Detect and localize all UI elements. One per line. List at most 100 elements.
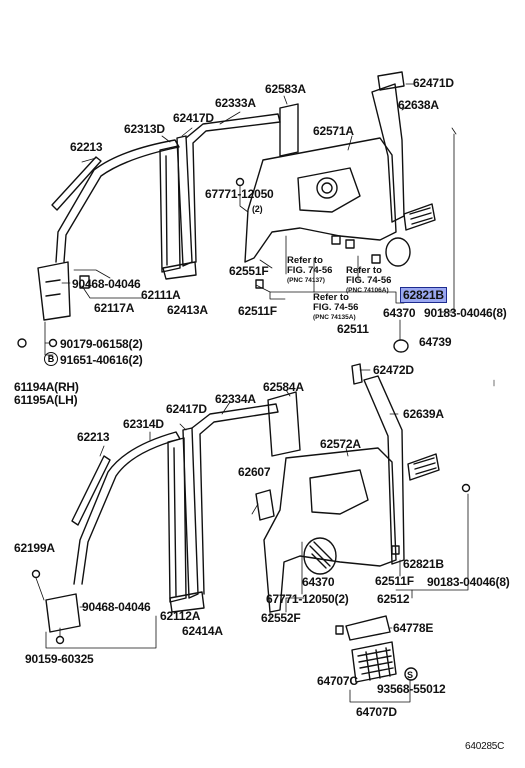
label-90183-04046-upper: 90183-04046(8) xyxy=(424,306,507,320)
label-62552F: 62552F xyxy=(261,611,301,625)
refer-line1: Refer to xyxy=(346,265,382,276)
part-61194A-mount xyxy=(17,338,27,348)
part-67771-screw xyxy=(235,177,245,187)
refer-line2: FIG. 74-56 xyxy=(287,265,333,276)
label-62413A: 62413A xyxy=(167,303,208,317)
label-62551F: 62551F xyxy=(229,264,269,278)
refer-line2: FIG. 74-56 xyxy=(313,302,359,313)
lower-assembly: S xyxy=(31,363,471,703)
part-64370-cover xyxy=(385,237,411,267)
part-62571A-recess xyxy=(297,167,361,213)
part-62572A-panel xyxy=(263,447,397,613)
part-62607 xyxy=(255,489,275,521)
part-62821B-lower-vent xyxy=(407,453,440,481)
part-62414A xyxy=(169,591,205,613)
label-62414A: 62414A xyxy=(182,624,223,638)
label-qty-2: (2) xyxy=(252,204,263,214)
label-90179-06158: 90179-06158(2) xyxy=(60,337,143,351)
label-62511F-lower: 62511F xyxy=(375,574,414,588)
refer-line2: FIG. 74-56 xyxy=(346,275,392,286)
label-61194A: 61194A(RH) xyxy=(14,380,79,394)
part-90159-bolt xyxy=(55,635,65,645)
label-62584A: 62584A xyxy=(263,380,304,394)
label-62213-upper: 62213 xyxy=(70,140,103,154)
label-62111A: 62111A xyxy=(141,288,181,302)
refer-line1: Refer to xyxy=(313,292,349,303)
part-61194A-latch xyxy=(37,261,71,321)
part-62213-lower-strip xyxy=(71,455,111,526)
label-64707D: 64707D xyxy=(356,705,397,719)
part-64707C-grille xyxy=(351,641,397,683)
part-62117A-clip xyxy=(79,275,90,289)
part-62213-strip xyxy=(51,156,102,211)
part-62472D-clip xyxy=(351,363,363,385)
part-62112A-trim xyxy=(167,437,187,603)
part-64370-lower-cover xyxy=(303,537,337,575)
label-62334A: 62334A xyxy=(215,392,256,406)
part-62417D-lower-pillar xyxy=(182,427,199,599)
label-90468-04046-lower: 90468-04046 xyxy=(82,600,151,614)
part-62583A xyxy=(279,103,299,157)
part-62584A xyxy=(267,391,301,457)
label-62511F: 62511F xyxy=(238,304,277,318)
label-62314D: 62314D xyxy=(123,417,164,431)
part-62334A-frame xyxy=(191,403,279,595)
label-62638A: 62638A xyxy=(398,98,439,112)
label-64778E: 64778E xyxy=(393,621,434,635)
label-62112A: 62112A xyxy=(160,609,201,623)
label-62199A: 62199A xyxy=(14,541,55,555)
part-62821B-vent xyxy=(403,203,436,231)
label-62333A: 62333A xyxy=(215,96,256,110)
refer-pnc: (PNC 74106A) xyxy=(346,287,389,294)
label-62821B-highlighted[interactable]: 62821B xyxy=(400,287,447,303)
part-64739 xyxy=(393,339,409,353)
refer-fig-74106A[interactable]: Refer to FIG. 74-56 (PNC 74106A) xyxy=(346,266,391,296)
refer-pnc: (PNC 74135A) xyxy=(313,314,356,321)
part-64778E xyxy=(345,615,391,641)
label-62213-lower: 62213 xyxy=(77,430,110,444)
part-62413A xyxy=(162,261,197,280)
label-62313D: 62313D xyxy=(124,122,165,136)
svg-text:S: S xyxy=(407,670,413,680)
label-91651-40616: 91651-40616(2) xyxy=(60,353,143,367)
label-61195A: 61195A(LH) xyxy=(14,393,78,407)
part-62571A-speaker xyxy=(316,177,338,199)
part-62571A-panel xyxy=(244,137,397,263)
label-62512: 62512 xyxy=(377,592,410,606)
label-64370-lower: 64370 xyxy=(302,575,335,589)
label-67771-12050-lower: 67771-12050(2) xyxy=(266,592,349,606)
part-62314D-trim xyxy=(73,431,181,585)
label-90183-04046-lower: 90183-04046(8) xyxy=(427,575,510,589)
refer-fig-74137[interactable]: Refer to FIG. 74-56 (PNC 74137) xyxy=(287,256,332,286)
refer-line1: Refer to xyxy=(287,255,323,266)
marker-b-circle: B xyxy=(44,352,58,366)
label-62583A: 62583A xyxy=(265,82,306,96)
label-90159-60325: 90159-60325 xyxy=(25,652,94,666)
label-62639A: 62639A xyxy=(403,407,444,421)
label-93568-55012: 93568-55012 xyxy=(377,682,446,696)
label-64739: 64739 xyxy=(419,335,452,349)
part-62639A-pillar xyxy=(363,375,405,565)
part-62111A-trim xyxy=(159,145,181,273)
label-64370-upper: 64370 xyxy=(383,306,416,320)
label-62117A: 62117A xyxy=(94,301,135,315)
label-62471D: 62471D xyxy=(413,76,454,90)
label-64707C: 64707C xyxy=(317,674,358,688)
label-67771-12050: 67771-12050 xyxy=(205,187,274,201)
label-62417D-lower: 62417D xyxy=(166,402,207,416)
label-62472D: 62472D xyxy=(373,363,414,377)
part-93568-screw xyxy=(404,667,418,681)
part-62471D-clip xyxy=(377,71,405,91)
label-90468-04046-upper: 90468-04046 xyxy=(72,277,141,291)
label-62821B-lower: 62821B xyxy=(403,557,444,571)
label-62417D: 62417D xyxy=(173,111,214,125)
refer-fig-74135A[interactable]: Refer to FIG. 74-56 (PNC 74135A) xyxy=(313,293,358,323)
label-62572A: 62572A xyxy=(320,437,361,451)
label-62607: 62607 xyxy=(238,465,271,479)
label-62571A: 62571A xyxy=(313,124,354,138)
part-62199A-latch xyxy=(45,593,81,633)
label-62511: 62511 xyxy=(337,322,369,336)
upper-assembly xyxy=(17,71,457,356)
diagram-id: 640285C xyxy=(465,741,505,752)
